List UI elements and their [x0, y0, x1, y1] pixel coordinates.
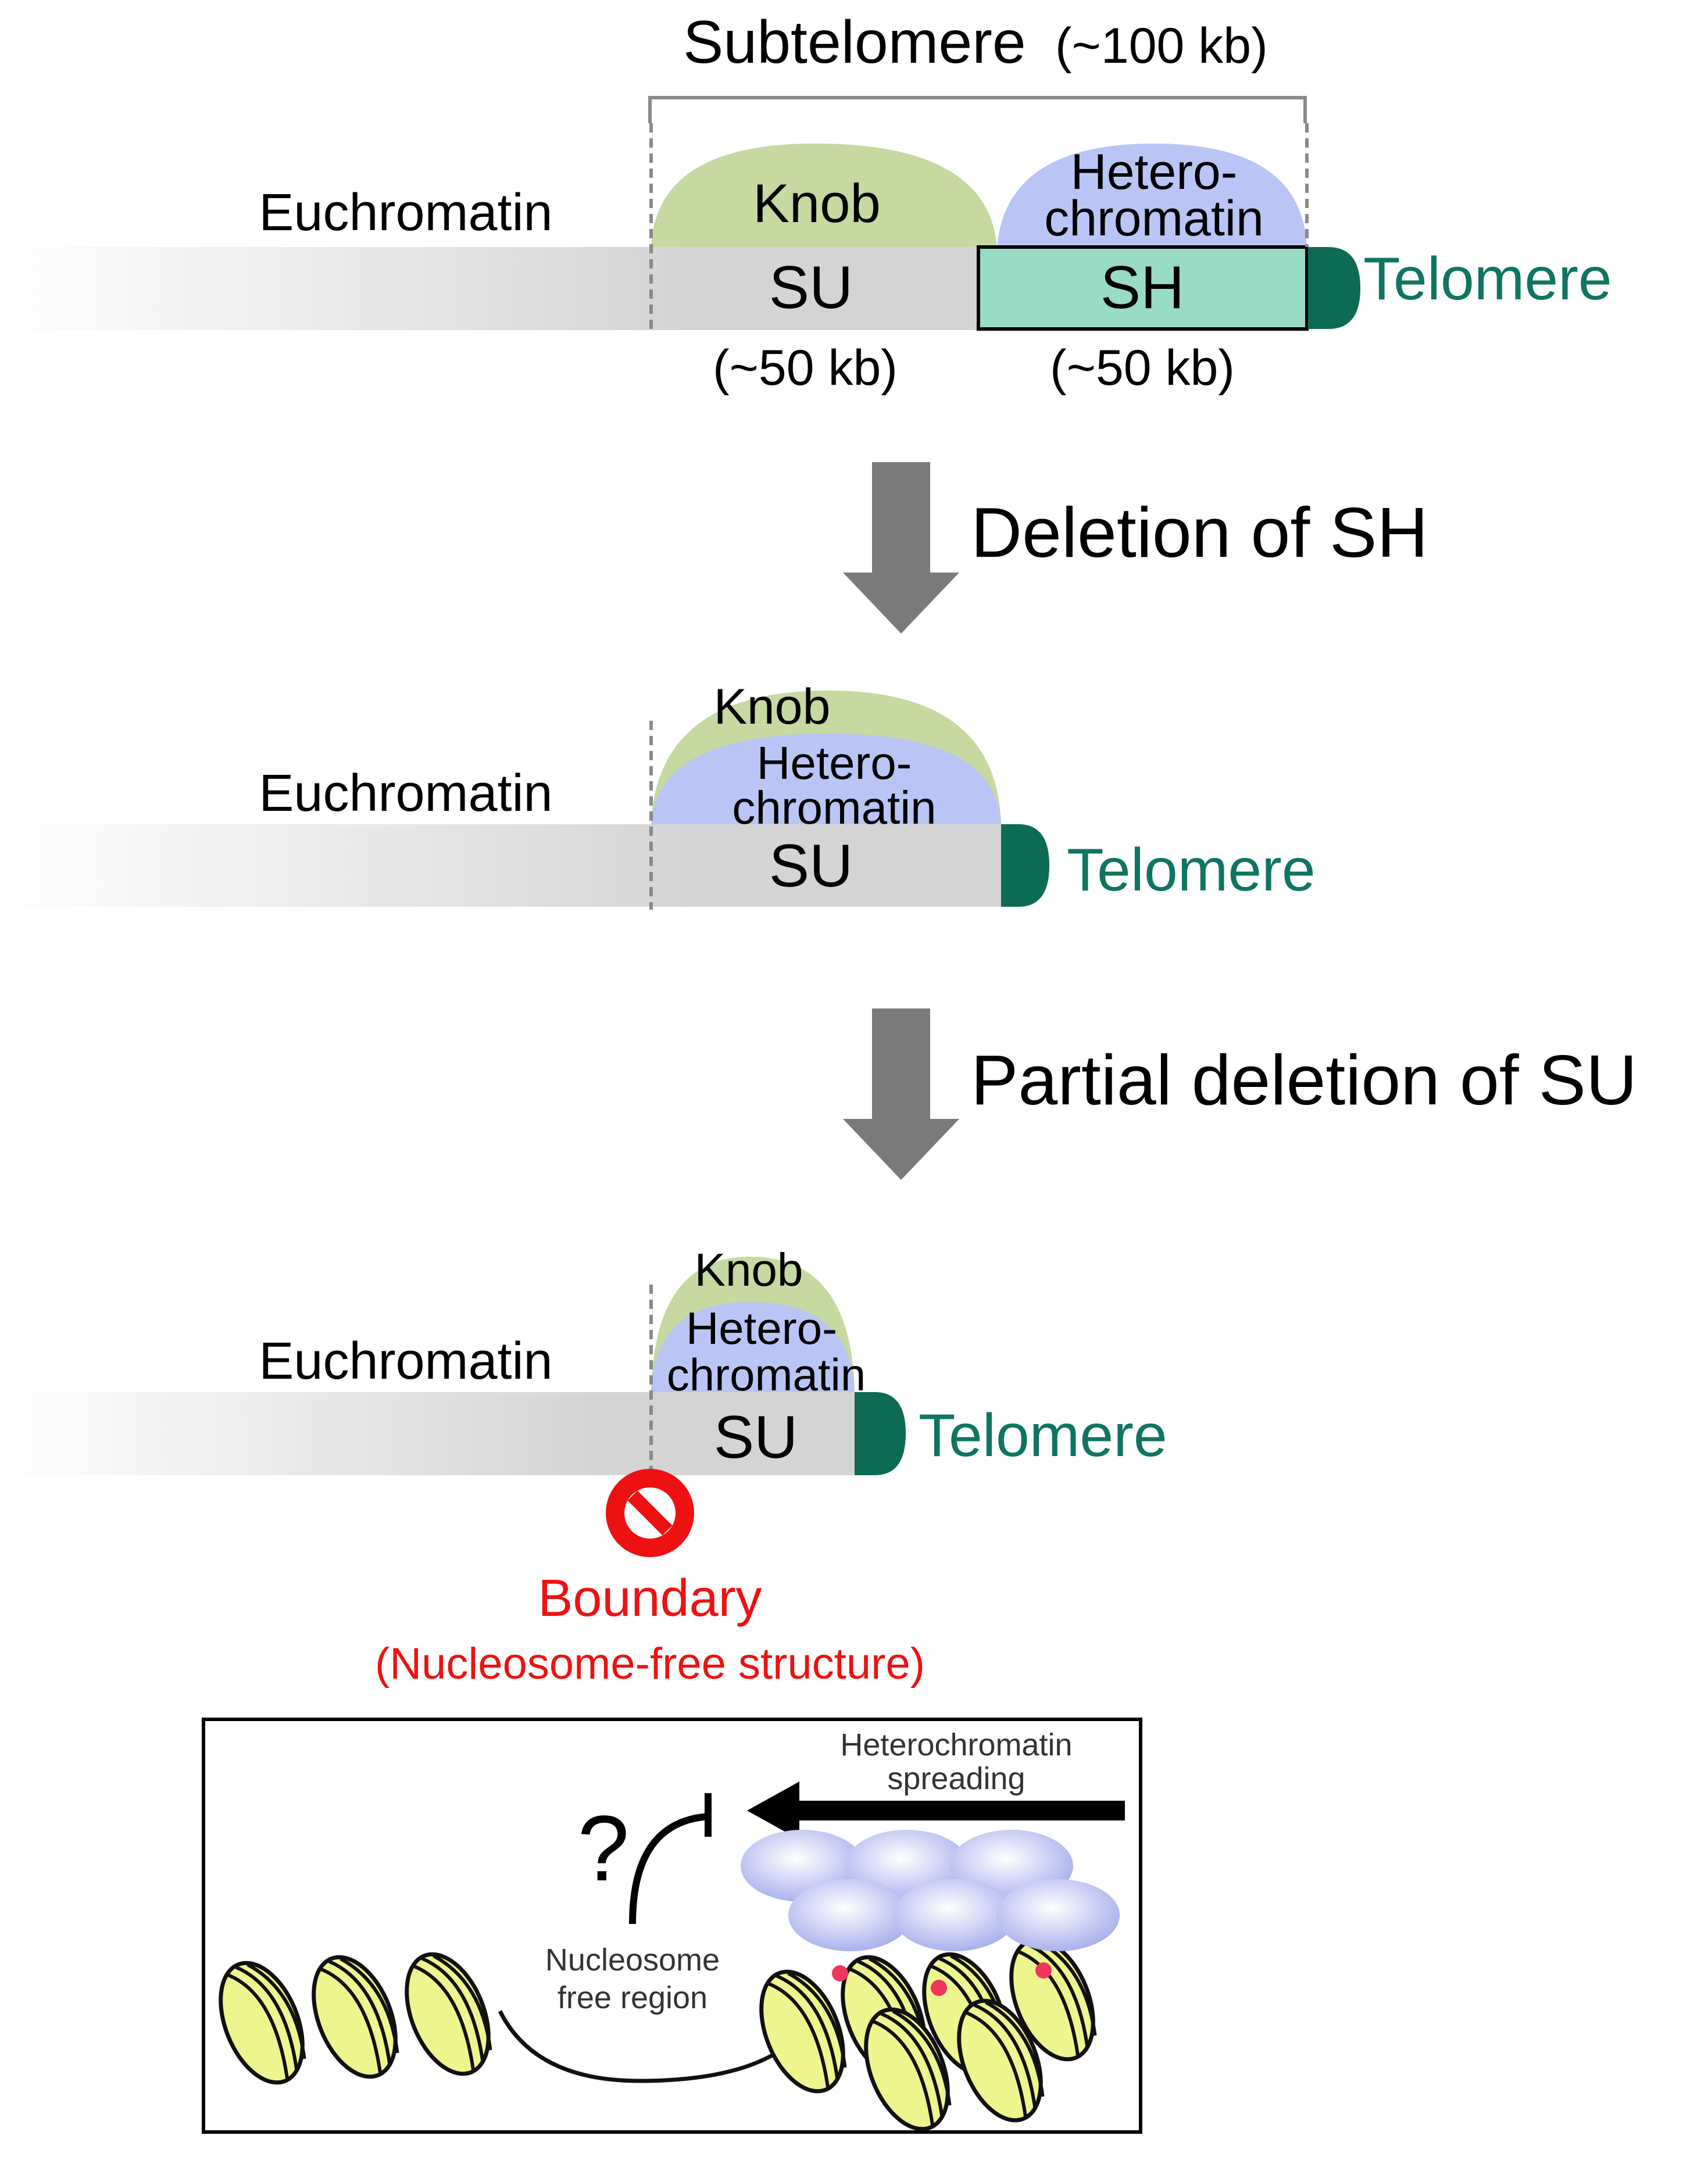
heterochromatin-label-line2: chromatin [1044, 191, 1264, 246]
histone-mark [1035, 1962, 1052, 1979]
knob-label: Knob [695, 1244, 803, 1296]
boundary-label: Boundary [538, 1569, 762, 1628]
panel-2-sh-deleted: Euchromatin Knob Hetero- chromatin SU Te… [0, 679, 1316, 910]
knob-region [651, 144, 997, 247]
heterochromatin-region [651, 734, 1001, 824]
heterochromatin-label-line1: Hetero- [1071, 144, 1238, 200]
heterochromatin-label-line2: chromatin [667, 1349, 866, 1400]
partial-deletion-of-su-label: Partial deletion of SU [971, 1040, 1637, 1119]
su-label: SU [714, 1404, 798, 1471]
no-entry-icon [606, 1469, 694, 1557]
euchromatin-label: Euchromatin [259, 1332, 552, 1390]
heterochromatin-label-line1: Hetero- [757, 737, 912, 789]
telomere-cap [1308, 247, 1360, 329]
subtelomere-label: Subtelomere [683, 9, 1026, 76]
heterochromatin-region [651, 1302, 855, 1392]
heterochromatin-region [997, 144, 1307, 247]
knob-label: Knob [714, 679, 831, 735]
sh-label: SH [1100, 254, 1184, 321]
question-mark: ? [578, 1796, 630, 1900]
dna-linker [498, 2010, 774, 2083]
spreading-label-line2: spreading [887, 1761, 1025, 1796]
heterochromatin-array [741, 1830, 1120, 2141]
knob-label: Knob [753, 173, 881, 234]
heterochromatin-label-line2: chromatin [732, 782, 936, 834]
subtelomere-bracket [648, 96, 1307, 123]
step-arrow-2: Partial deletion of SU [843, 1008, 1637, 1180]
chromosome-bar [0, 824, 1001, 907]
nfr-label-line2: free region [558, 1980, 708, 2015]
down-arrow-icon [843, 462, 959, 634]
su-label: SU [769, 254, 853, 321]
nfr-label-line1: Nucleosome [545, 1943, 720, 1977]
histone-mark [931, 1980, 947, 1996]
subtelomere-size-label: (~100 kb) [1055, 18, 1268, 74]
boundary-sub-label: (Nucleosome-free structure) [375, 1639, 925, 1689]
hp1-protein [788, 1879, 912, 1951]
panel-3-su-partially-deleted: Euchromatin Knob Hetero- chromatin SU Te… [0, 1244, 1167, 1689]
deletion-of-sh-label: Deletion of SH [971, 493, 1428, 572]
spreading-label-line1: Heterochromatin [840, 1727, 1072, 1762]
euchromatin-label: Euchromatin [259, 184, 552, 242]
spreading-arrow-icon [747, 1782, 1125, 1840]
down-arrow-icon [843, 1008, 959, 1180]
sh-size-label: (~50 kb) [1050, 340, 1235, 396]
hp1-protein [893, 1879, 1016, 1951]
telomere-label: Telomere [1067, 836, 1316, 904]
euchromatin-label: Euchromatin [259, 764, 552, 822]
inhibition-symbol-icon [629, 1793, 712, 1925]
telomere-label: Telomere [1363, 245, 1612, 313]
su-size-label: (~50 kb) [713, 340, 898, 396]
histone-mark [832, 1965, 848, 1981]
heterochromatin-label-line1: Hetero- [686, 1303, 837, 1354]
chromosome-bar [0, 1392, 855, 1475]
telomere-label: Telomere [919, 1402, 1167, 1469]
nucleosome-array-left [205, 1943, 505, 2095]
nucleosome-free-region-inset: Heterochromatin spreading ? Nucleosome f… [202, 1718, 1142, 2141]
su-label: SU [769, 832, 853, 900]
hp1-protein [996, 1879, 1120, 1951]
sh-box [977, 245, 1309, 331]
panel-1-full-subtelomere: Subtelomere (~100 kb) Euchromatin Knob H… [0, 9, 1612, 396]
step-arrow-1: Deletion of SH [843, 462, 1428, 634]
telomere-cap [1001, 824, 1049, 907]
chromosome-bar [0, 247, 982, 330]
telomere-cap [855, 1392, 906, 1475]
